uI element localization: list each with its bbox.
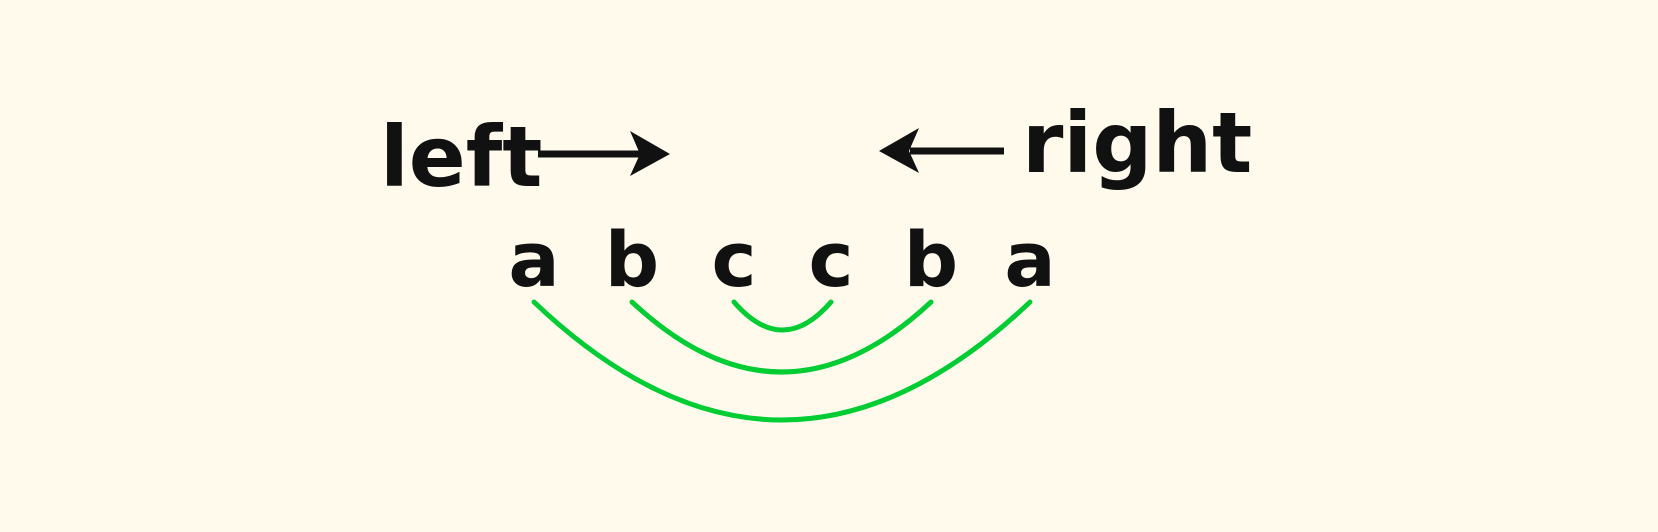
right-pointer: right <box>879 94 1252 192</box>
left-arrow-head <box>630 131 670 176</box>
char-4: b <box>904 215 958 304</box>
char-2: c <box>711 215 756 304</box>
char-1: b <box>605 215 659 304</box>
pair-arc-2-3 <box>731 299 834 333</box>
char-0: a <box>508 215 559 304</box>
right-arrow-icon <box>538 131 670 176</box>
char-3: c <box>808 215 853 304</box>
pair-arc-1-4 <box>629 299 934 375</box>
matching-pair-arcs <box>531 299 1033 423</box>
left-arrow-icon <box>879 128 1004 173</box>
right-arrow-head <box>879 128 919 173</box>
pair-arc-0-5 <box>531 299 1033 423</box>
left-pointer: left <box>380 108 670 206</box>
char-5: a <box>1004 215 1055 304</box>
string-characters: a b c c b a <box>508 215 1055 304</box>
right-label: right <box>1022 94 1252 192</box>
left-label: left <box>380 108 542 206</box>
